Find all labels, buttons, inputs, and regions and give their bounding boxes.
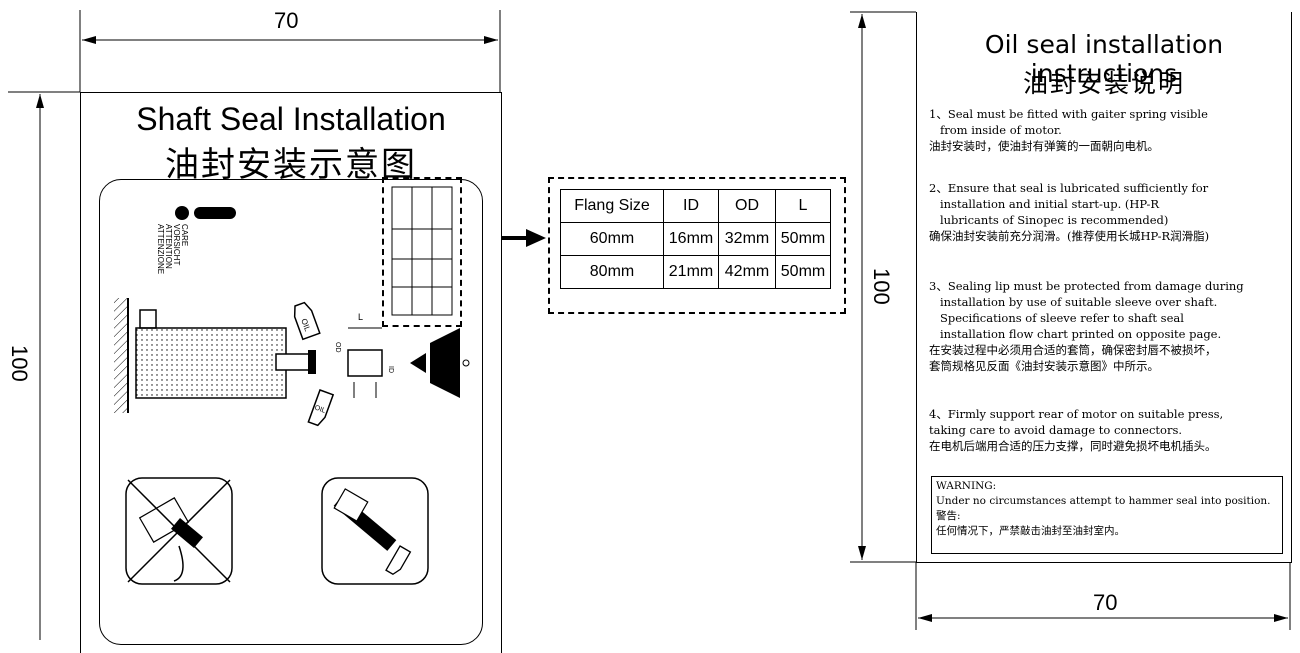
instruction-2: 2、Ensure that seal is lubricated suffici…	[929, 180, 1285, 244]
instruction-cn: 油封安装时，使油封有弹簧的一面朝向电机。	[929, 139, 1159, 153]
care-label: CARE	[180, 224, 189, 247]
table-cell: 16mm	[663, 222, 719, 256]
prohibited-hammer-icon	[125, 477, 233, 585]
instructions-sheet: Oil seal installation instructions 油封安装说…	[916, 12, 1292, 563]
shaft-seal-label: Shaft Seal Installation 油封安装示意图 CARE VOR…	[80, 92, 502, 653]
instruction-en: 2、Ensure that seal is lubricated suffici…	[929, 181, 1209, 227]
warning-text-cn: 任何情况下，严禁敲击油封至油封室内。	[936, 525, 1125, 537]
warning-label-en: WARNING:	[936, 480, 997, 492]
table-cell: 42mm	[718, 255, 776, 289]
oil-label: OIL	[299, 317, 312, 333]
instruction-cn: 确保油封安装前充分润滑。(推荐使用长城HP-R润滑脂)	[929, 229, 1210, 243]
table-header: ID	[663, 189, 719, 223]
table-cell: 80mm	[560, 255, 664, 289]
right-height-label: 100	[869, 268, 894, 305]
table-cell: 21mm	[663, 255, 719, 289]
instruction-4: 4、Firmly support rear of motor on suitab…	[929, 406, 1285, 454]
dim-id-label: ID	[387, 366, 394, 373]
spec-table-frame: Flang Size ID OD L 60mm 16mm 32mm 50mm 8…	[548, 177, 846, 314]
care-icon	[175, 206, 236, 220]
care-label: VORSICHT	[172, 224, 181, 266]
instruction-en: 1、Seal must be fitted with gaiter spring…	[929, 107, 1208, 137]
warning-box: WARNING: Under no circumstances attempt …	[931, 476, 1283, 554]
dim-od-label: OD	[334, 342, 341, 353]
warning-text-en: Under no circumstances attempt to hammer…	[936, 495, 1271, 507]
table-header: L	[775, 189, 831, 223]
left-width-label: 70	[274, 8, 299, 33]
dim-l-label: L	[358, 312, 363, 322]
instruction-cn: 在电机后端用合适的压力支撑，同时避免损坏电机插头。	[929, 439, 1217, 453]
care-label: ATTENZIONE	[156, 224, 165, 275]
instruction-1: 1、Seal must be fitted with gaiter spring…	[929, 106, 1285, 154]
left-title-cn: 油封安装示意图	[165, 145, 417, 185]
left-height-label: 100	[7, 345, 32, 382]
diagram-panel: CARE VORSICHT ATTENTION ATTENZIONE	[99, 177, 483, 645]
table-cell: 32mm	[718, 222, 776, 256]
table-cell: 50mm	[775, 255, 831, 289]
instruction-cn: 在安装过程中必须用合适的套筒，确保密封唇不被损坏， 套筒规格见反面《油封安装示意…	[929, 343, 1217, 373]
table-cell: 50mm	[775, 222, 831, 256]
spec-table: Flang Size ID OD L 60mm 16mm 32mm 50mm 8…	[560, 189, 831, 289]
care-labels: CARE VORSICHT ATTENTION ATTENZIONE	[156, 224, 189, 275]
table-header-row: Flang Size ID OD L	[560, 189, 831, 223]
right-title-en: Oil seal installation instructions	[984, 30, 1224, 88]
installation-drawing: OIL OIL L ID OD	[114, 298, 470, 427]
right-width-label: 70	[1093, 590, 1118, 615]
small-spec-table-frame	[382, 177, 462, 327]
table-row: 80mm 21mm 42mm 50mm	[560, 255, 831, 289]
table-header: Flang Size	[560, 189, 664, 223]
table-row: 60mm 16mm 32mm 50mm	[560, 222, 831, 256]
table-header: OD	[718, 189, 776, 223]
small-spec-table	[391, 186, 453, 316]
instruction-en: 3、Sealing lip must be protected from dam…	[929, 279, 1244, 341]
instruction-en: 4、Firmly support rear of motor on suitab…	[929, 407, 1224, 437]
table-cell: 60mm	[560, 222, 664, 256]
warning-label-cn: 警告:	[936, 510, 961, 522]
instruction-3: 3、Sealing lip must be protected from dam…	[929, 278, 1285, 374]
care-label: ATTENTION	[164, 224, 173, 269]
correct-press-icon	[321, 477, 429, 585]
left-title-en: Shaft Seal Installation	[136, 101, 446, 137]
right-title-cn: 油封安装说明	[1022, 69, 1185, 98]
oil-label: OIL	[313, 404, 326, 414]
